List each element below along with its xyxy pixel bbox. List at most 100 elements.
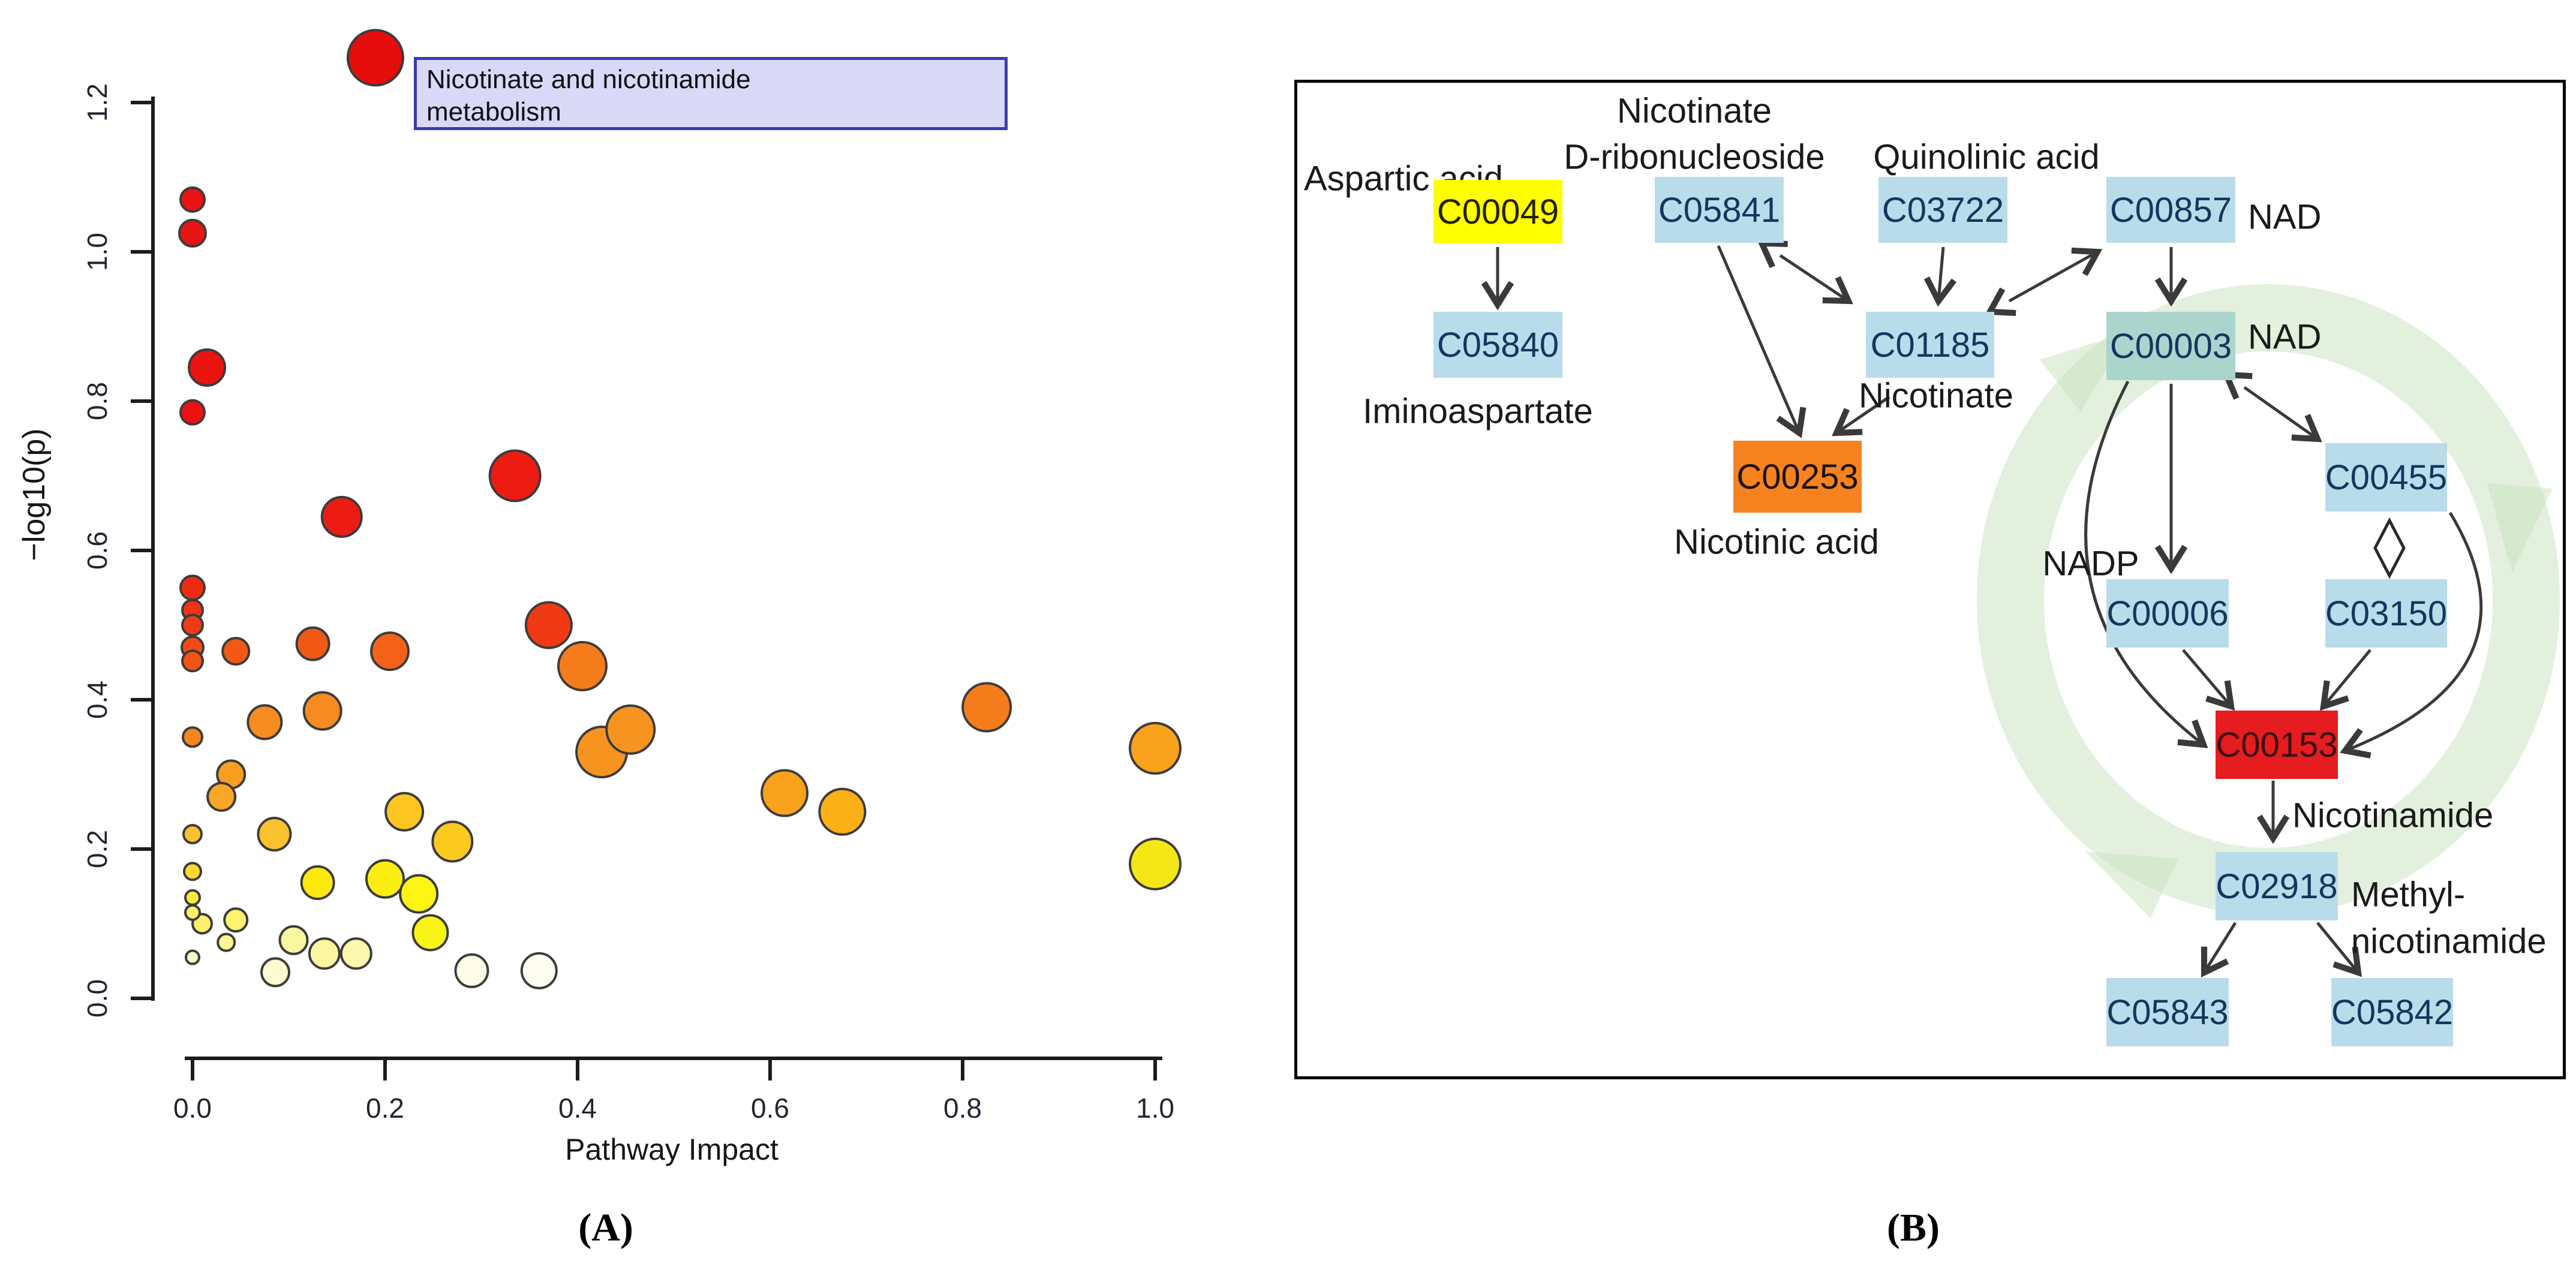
pathway-bubble bbox=[247, 704, 283, 741]
methyl-nicotinamide-line1-label: Methyl- bbox=[2351, 875, 2465, 914]
node-C01185: C01185 bbox=[1866, 312, 1994, 378]
node-C05840: C05840 bbox=[1433, 312, 1562, 378]
cycle-ring-arrowhead bbox=[2487, 483, 2553, 573]
reversible-arrow bbox=[1780, 255, 1848, 301]
pathway-bubble bbox=[761, 769, 809, 817]
node-C02918: C02918 bbox=[2216, 852, 2338, 920]
pathway-bubble bbox=[182, 824, 203, 845]
pathway-bubble bbox=[257, 817, 292, 852]
reaction-arrow bbox=[2204, 922, 2237, 973]
nicotinate-d-ribonucleoside-line2-label: D-ribonucleoside bbox=[1564, 138, 1824, 177]
node-C00857: C00857 bbox=[2106, 177, 2235, 243]
reaction-arrow bbox=[2182, 649, 2231, 706]
reaction-arrow bbox=[1938, 246, 1943, 301]
pathway-bubble bbox=[188, 348, 227, 387]
pathway-bubble bbox=[178, 218, 207, 248]
pathway-bubble bbox=[524, 601, 573, 649]
pathway-bubble bbox=[302, 691, 342, 731]
y-tick-label: 0.4 bbox=[82, 681, 113, 719]
node-C00253: C00253 bbox=[1733, 441, 1862, 513]
x-axis-title: Pathway Impact bbox=[565, 1133, 778, 1166]
pathway-bubble bbox=[370, 631, 410, 672]
pathway-bubble bbox=[339, 937, 372, 970]
reaction-arrow bbox=[2323, 649, 2371, 706]
pathway-bubble bbox=[488, 449, 542, 502]
x-tick-label: 0.4 bbox=[558, 1093, 597, 1124]
pathway-bubble bbox=[1129, 837, 1182, 890]
cycle-ring-arrowhead bbox=[2085, 851, 2178, 919]
reaction-arrow bbox=[1717, 245, 1799, 433]
panel-b-caption: (B) bbox=[1887, 1206, 1940, 1250]
x-tick-label: 1.0 bbox=[1136, 1093, 1174, 1124]
pathway-bubble bbox=[365, 859, 405, 899]
annotation-box: Nicotinate and nicotinamide metabolism bbox=[414, 57, 1008, 130]
nad-1-label: NAD bbox=[2248, 198, 2321, 237]
pathway-bubble bbox=[308, 937, 341, 970]
reversible-arrow bbox=[2009, 252, 2097, 301]
pathway-bubble bbox=[206, 781, 237, 812]
y-tick-label: 1.2 bbox=[82, 83, 113, 122]
x-tick-label: 0.8 bbox=[943, 1093, 982, 1124]
y-tick-label: 0.2 bbox=[82, 830, 113, 868]
pathway-bubble bbox=[1129, 721, 1182, 775]
pathway-bubble bbox=[181, 613, 204, 637]
y-tick-label: 1.0 bbox=[82, 233, 113, 271]
node-C00006: C00006 bbox=[2106, 579, 2229, 648]
quinolinic-acid-label: Quinolinic acid bbox=[1873, 138, 2099, 177]
node-C05841: C05841 bbox=[1655, 177, 1784, 243]
pathway-bubble bbox=[185, 949, 200, 965]
pathway-bubble bbox=[454, 953, 489, 988]
pathway-bubble bbox=[217, 932, 236, 952]
reversible-arrow bbox=[2244, 387, 2318, 439]
nad-2-label: NAD bbox=[2248, 318, 2321, 357]
node-C00455: C00455 bbox=[2325, 443, 2447, 511]
nicotinate-label: Nicotinate bbox=[1859, 377, 2013, 416]
pathway-bubble bbox=[179, 186, 206, 213]
pathway-bubble bbox=[179, 399, 206, 426]
pathway-bubble bbox=[221, 637, 251, 666]
node-C00049: C00049 bbox=[1433, 180, 1562, 243]
annotation-line2: metabolism bbox=[426, 97, 561, 127]
pathway-bubble bbox=[384, 792, 425, 832]
y-tick-label: 0.8 bbox=[82, 382, 113, 420]
pathway-bubble bbox=[818, 787, 867, 836]
pathway-bubble bbox=[557, 640, 608, 691]
pathway-bubble bbox=[182, 726, 203, 748]
pathway-bubble bbox=[520, 952, 558, 989]
x-tick-label: 0.0 bbox=[173, 1093, 212, 1124]
pathway-bubble bbox=[184, 904, 201, 921]
pathway-bubble bbox=[300, 865, 335, 901]
node-C03722: C03722 bbox=[1878, 177, 2007, 243]
annotation-line1: Nicotinate and nicotinamide bbox=[426, 65, 751, 94]
methyl-nicotinamide-line2-label: nicotinamide bbox=[2351, 922, 2547, 961]
y-tick-label: 0.0 bbox=[82, 979, 113, 1018]
reaction-arrow bbox=[1836, 395, 1890, 433]
y-tick-label: 0.6 bbox=[82, 531, 113, 570]
pathway-bubble bbox=[605, 704, 656, 755]
pathway-bubble bbox=[223, 907, 249, 933]
nicotinic-acid-label: Nicotinic acid bbox=[1674, 523, 1879, 562]
nadp-cycle-left bbox=[2084, 380, 2204, 745]
pathway-diagram-frame bbox=[1294, 80, 2566, 1079]
reaction-arrow bbox=[2316, 922, 2358, 973]
pathway-bubble bbox=[961, 682, 1012, 733]
nicotinamide-label: Nicotinamide bbox=[2292, 796, 2493, 835]
pathway-bubble bbox=[399, 874, 439, 914]
x-tick-label: 0.2 bbox=[366, 1093, 404, 1124]
node-C05842: C05842 bbox=[2331, 978, 2453, 1046]
node-C00153: C00153 bbox=[2216, 711, 2338, 779]
panel-a-caption: (A) bbox=[578, 1206, 633, 1250]
pathway-bubble bbox=[260, 957, 291, 988]
nadp-label: NADP bbox=[2042, 544, 2139, 583]
diamond-icon bbox=[2373, 517, 2406, 579]
node-C05843: C05843 bbox=[2106, 978, 2229, 1046]
cycle-right bbox=[2345, 511, 2483, 751]
pathway-bubble bbox=[320, 495, 363, 538]
node-C00003: C00003 bbox=[2106, 312, 2235, 380]
pathway-bubble bbox=[431, 820, 474, 863]
pathway-bubble bbox=[278, 925, 309, 955]
node-C03150: C03150 bbox=[2325, 579, 2447, 648]
